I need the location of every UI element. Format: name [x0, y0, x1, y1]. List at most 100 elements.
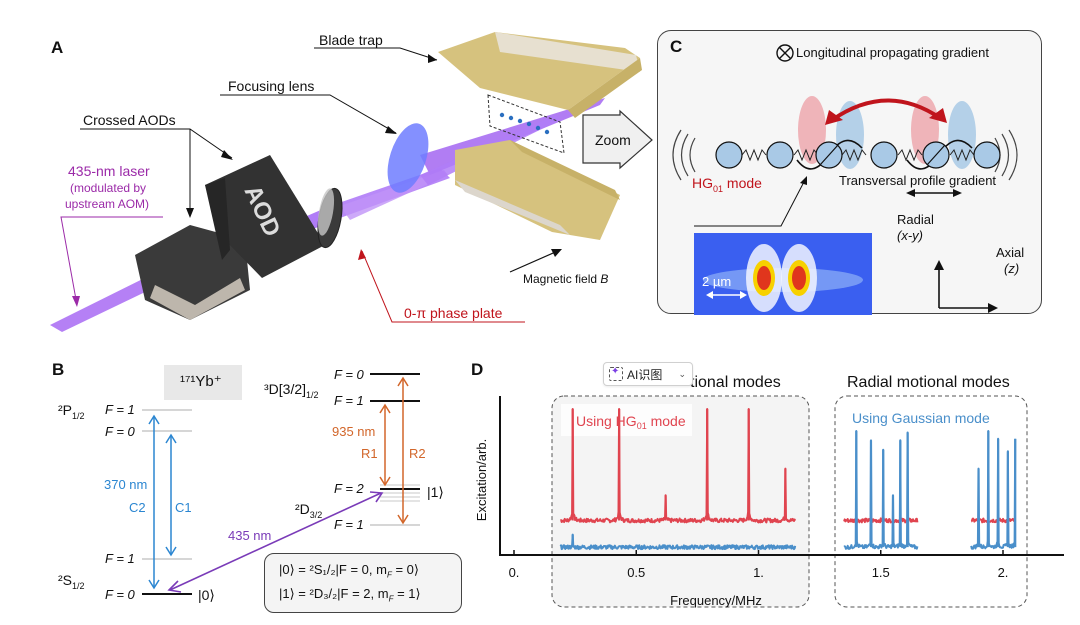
state-0-tail: = 0⟩	[391, 562, 419, 577]
hg-text: HG	[692, 175, 713, 191]
x-tick-label: 0.5	[627, 565, 645, 580]
laser-leader	[60, 216, 163, 306]
phase-plate-half	[317, 188, 335, 236]
c1-head-top	[165, 433, 177, 444]
ion-4	[870, 141, 898, 169]
s-f0-label: F = 0	[105, 587, 135, 602]
blade-trap-label: Blade trap	[319, 32, 383, 48]
phase-plate-arrowhead	[358, 249, 366, 260]
radial-label: Radial	[897, 212, 934, 227]
zoom-label: Zoom	[595, 132, 631, 148]
hg-annotation-tail: mode	[647, 413, 686, 429]
series-line-hg01	[560, 408, 797, 524]
focusing-lens-arrowhead	[385, 126, 397, 134]
panel-a-apparatus: AOD	[50, 32, 653, 332]
c2-head-top	[148, 414, 160, 425]
ions	[715, 141, 1001, 169]
hg-camera-image	[694, 233, 872, 315]
d3212-text: ³D[3/2]	[264, 381, 307, 397]
ket0-label: |0⟩	[198, 587, 215, 603]
hg-mode-arrowhead	[800, 176, 807, 185]
hg-mode-leader	[694, 177, 807, 227]
series-line-gaussian	[843, 430, 919, 550]
d32-text: ²D	[295, 501, 310, 517]
x-axis-label: Frequency/MHz	[670, 593, 762, 608]
r1-head-top	[379, 403, 391, 414]
focusing-lens-leader	[220, 94, 397, 134]
swap-arrowhead-right	[929, 108, 947, 123]
ai-scan-icon	[609, 366, 623, 381]
ion-3-slash	[819, 144, 839, 166]
panel-d-letter: D	[471, 360, 484, 379]
series-line-gaussian	[559, 533, 797, 551]
ket1-label: |1⟩	[427, 484, 444, 500]
phase-plate-leader	[361, 250, 525, 323]
crossed-aods-arrowhead-2	[186, 208, 194, 218]
s12-text: ²S	[58, 572, 72, 588]
radial-mode-region	[834, 395, 1028, 608]
x-tick-label: 1.5	[872, 565, 890, 580]
blade-trap-arrowhead	[428, 54, 437, 63]
hg-mode-label: HG01 mode	[692, 175, 762, 194]
ion-5-slash	[926, 144, 946, 166]
panel-c-letter: C	[670, 37, 683, 56]
zoom-arrow	[582, 109, 653, 170]
x-tick-label: 2.	[998, 565, 1009, 580]
gaussian-annotation: Using Gaussian mode	[852, 410, 990, 426]
trap-wall-left	[672, 129, 696, 181]
hg-tail: mode	[723, 175, 762, 191]
ion-2	[766, 141, 794, 169]
p-f1-label: F = 1	[105, 402, 135, 417]
x-tick-label: 1.	[753, 565, 764, 580]
hg-blue-lobe-1	[836, 101, 864, 169]
d-f2-sublevels	[380, 484, 420, 502]
radial-sub-label: (x-y)	[897, 228, 923, 243]
hg-annotation-text: Using HG	[576, 413, 637, 429]
uv-wavelength-label: 370 nm	[104, 477, 148, 492]
ir-wavelength-label: 935 nm	[332, 424, 376, 439]
ion-6	[973, 141, 1001, 169]
c2-label: C2	[129, 500, 146, 515]
r2-label: R2	[409, 446, 426, 461]
p-f0-label: F = 0	[105, 424, 135, 439]
blade-trap-top	[438, 32, 642, 118]
scale-bar-label: 2 µm	[702, 274, 732, 289]
chart-title-left: tional modes	[690, 374, 781, 391]
ion-1	[715, 141, 743, 169]
transversal-gradient-label: Transversal profile gradient	[839, 173, 997, 188]
blade-trap-bottom	[455, 140, 620, 240]
c2-head-bot	[148, 579, 160, 590]
spring-chain	[741, 148, 975, 162]
level-diagram	[142, 373, 420, 595]
d-f1-label: F = 1	[334, 517, 364, 532]
axial-arrowhead	[988, 303, 998, 313]
state-0-text: |0⟩ = ²S₁/₂|F = 0, m	[279, 562, 387, 577]
p12-label: ²P1/2	[58, 402, 85, 421]
x-tick-label: 0.	[509, 565, 520, 580]
r2-head-bot	[397, 514, 409, 525]
axial-sub-label: (z)	[1004, 261, 1020, 276]
state-0-mf-sub: F	[386, 570, 392, 580]
species-badge	[164, 365, 242, 400]
c1-label: C1	[175, 500, 192, 515]
e2-head-bot	[167, 580, 182, 593]
focusing-lens-label: Focusing lens	[228, 78, 315, 94]
r2-head-top	[397, 376, 409, 387]
ion-region-box	[487, 94, 565, 154]
ai-image-recognition-button[interactable]: AI识图 ⌄	[603, 362, 693, 386]
laser-beam-split-lower	[340, 170, 448, 220]
radial-arrowhead	[934, 260, 944, 270]
hg-sub: 01	[713, 183, 724, 194]
hg-label-backdrop	[561, 404, 692, 436]
state-1-mf-sub: F	[388, 594, 394, 604]
axial-label: Axial	[996, 245, 1025, 260]
chevron-down-icon[interactable]: ⌄	[678, 368, 686, 379]
s-f1-label: F = 1	[105, 551, 135, 566]
swap-arrowhead-left	[825, 110, 843, 125]
laser-label-line1: 435-nm laser	[68, 163, 150, 179]
s12-label: ²S1/2	[58, 572, 85, 591]
laser-label-line3: upstream AOM)	[65, 197, 150, 211]
panel-a-letter: A	[51, 38, 64, 57]
magnetic-field-arrow	[509, 249, 561, 273]
species-label: ¹⁷¹Yb⁺	[180, 373, 222, 390]
